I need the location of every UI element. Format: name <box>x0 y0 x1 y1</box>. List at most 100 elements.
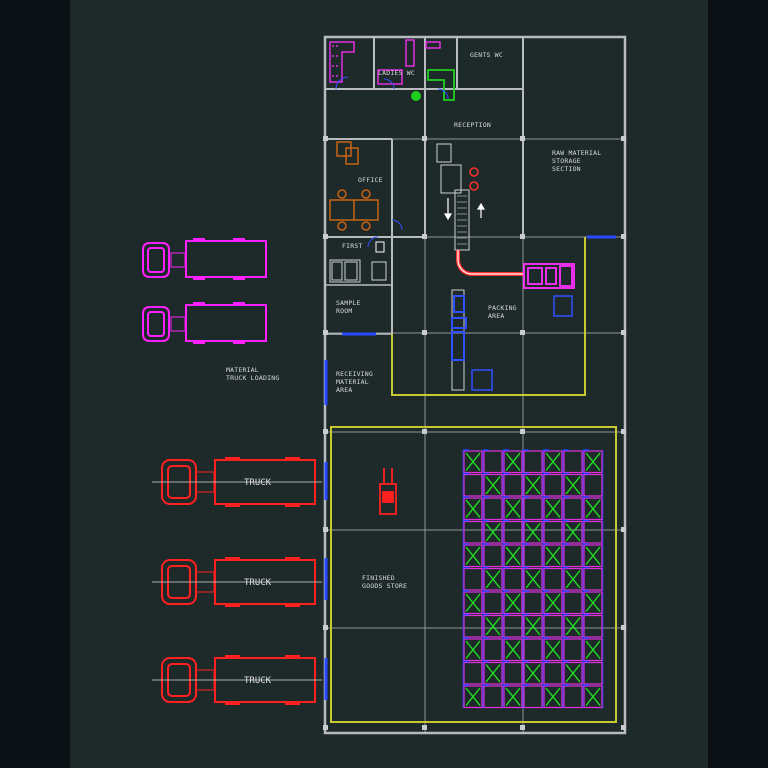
truck-label: TRUCK <box>244 478 272 488</box>
rack-bay <box>543 473 563 497</box>
structural-grid <box>327 38 624 732</box>
receiving-label-1: RECEIVING <box>336 370 373 378</box>
rack-bay <box>523 661 543 685</box>
material-truck <box>142 238 267 280</box>
rack-bay <box>463 591 483 615</box>
rack-bay <box>463 567 483 591</box>
truck-label: TRUCK <box>244 676 272 686</box>
rack-bay <box>563 497 583 521</box>
rack-bay <box>523 544 543 568</box>
gents-wc-label: GENTS WC <box>470 51 503 59</box>
packing-area-label-2: AREA <box>488 312 504 320</box>
rack-bay <box>583 614 603 638</box>
rack-bay <box>483 450 503 474</box>
rack-bay <box>503 685 523 709</box>
rack-bay <box>583 591 603 615</box>
rack-bay <box>483 567 503 591</box>
flow-arrows <box>443 198 486 221</box>
rack-bay <box>563 591 583 615</box>
delivery-trucks: TRUCK TRUCK TRUCK <box>152 457 322 705</box>
rack-bay <box>463 661 483 685</box>
rack-bay <box>583 473 603 497</box>
rack-bay <box>543 497 563 521</box>
rack-bay <box>503 614 523 638</box>
rack-bay <box>463 450 483 474</box>
rack-bay <box>563 450 583 474</box>
rack-bay <box>523 473 543 497</box>
rack-bay <box>463 685 483 709</box>
rack-bay <box>483 638 503 662</box>
rack-bay <box>523 450 543 474</box>
reception-desk <box>411 69 455 101</box>
rack-bay <box>463 638 483 662</box>
rack-bay <box>503 638 523 662</box>
rack-bay <box>563 567 583 591</box>
rack-bay <box>503 591 523 615</box>
toilet-fixtures <box>329 39 441 85</box>
sample-room-label-1: SAMPLE <box>336 299 361 307</box>
rack-bay <box>543 520 563 544</box>
receiving-label-3: AREA <box>336 386 352 394</box>
rack-bay <box>463 520 483 544</box>
rack-bay <box>583 685 603 709</box>
rack-bay <box>543 567 563 591</box>
finished-goods-label-1: FINISHED <box>362 574 395 582</box>
rack-bay <box>503 544 523 568</box>
rack-bay <box>483 520 503 544</box>
rack-bay <box>523 567 543 591</box>
raw-material-label-2: STORAGE <box>552 157 581 165</box>
delivery-truck: TRUCK <box>152 655 322 705</box>
ladies-wc-label: LADIES WC <box>378 69 415 77</box>
rack-bay <box>563 685 583 709</box>
rack-bay <box>583 497 603 521</box>
building-walls <box>323 35 627 735</box>
rack-bay <box>543 450 563 474</box>
rack-bay <box>543 544 563 568</box>
rack-bay <box>583 544 603 568</box>
truck-label: TRUCK <box>244 578 272 588</box>
rack-bay <box>543 638 563 662</box>
right-margin <box>708 0 768 768</box>
rack-bay <box>503 497 523 521</box>
rack-bay <box>463 544 483 568</box>
rack-bay <box>563 473 583 497</box>
raw-material-label-3: SECTION <box>552 165 581 173</box>
rack-bay <box>483 685 503 709</box>
rack-bay <box>483 497 503 521</box>
packing-machine <box>523 263 575 289</box>
door-swings <box>335 76 449 248</box>
rack-bay <box>503 450 523 474</box>
rack-bay <box>483 614 503 638</box>
rack-bay <box>523 497 543 521</box>
rack-bay <box>583 661 603 685</box>
loading-doors <box>324 235 616 700</box>
kitchen-fixtures <box>329 241 387 283</box>
left-margin <box>0 0 70 768</box>
rack-bay <box>583 450 603 474</box>
rack-bay <box>563 614 583 638</box>
rack-bay <box>583 638 603 662</box>
rack-bay <box>523 591 543 615</box>
office-label: OFFICE <box>358 176 383 184</box>
column-markers <box>323 136 626 730</box>
rack-bay <box>503 473 523 497</box>
rack-bay <box>483 661 503 685</box>
packing-area-label-1: PACKING <box>488 304 517 312</box>
reception-label: RECEPTION <box>454 121 491 129</box>
office-furniture <box>329 141 379 231</box>
rack-bay <box>583 567 603 591</box>
rack-bay <box>523 614 543 638</box>
rack-bay <box>463 497 483 521</box>
rack-bay <box>483 473 503 497</box>
rack-bay <box>563 661 583 685</box>
rack-bay <box>463 473 483 497</box>
material-truck <box>142 302 267 344</box>
rack-bay <box>543 591 563 615</box>
rack-bay <box>563 544 583 568</box>
delivery-truck: TRUCK <box>152 457 322 507</box>
yellow-zone-lines <box>330 237 617 723</box>
conveyor-line <box>436 143 573 391</box>
rack-bay <box>543 614 563 638</box>
raw-material-label-1: RAW MATERIAL <box>552 149 601 157</box>
